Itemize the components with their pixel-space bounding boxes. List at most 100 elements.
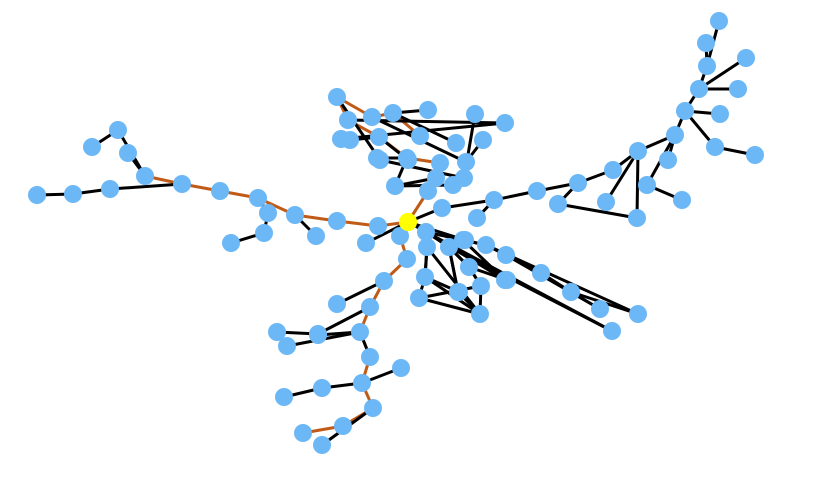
graph-node[interactable]	[497, 246, 515, 264]
graph-node[interactable]	[729, 80, 747, 98]
graph-node[interactable]	[371, 151, 389, 169]
graph-node[interactable]	[603, 322, 621, 340]
graph-node[interactable]	[363, 108, 381, 126]
graph-node[interactable]	[328, 295, 346, 313]
graph-node[interactable]	[418, 238, 436, 256]
graph-node[interactable]	[211, 182, 229, 200]
graph-node[interactable]	[431, 154, 449, 172]
graph-node[interactable]	[351, 323, 369, 341]
graph-node[interactable]	[417, 223, 435, 241]
graph-node[interactable]	[307, 227, 325, 245]
graph-node[interactable]	[384, 104, 402, 122]
graph-node[interactable]	[399, 151, 417, 169]
graph-node[interactable]	[83, 138, 101, 156]
graph-node[interactable]	[638, 176, 656, 194]
graph-node[interactable]	[328, 88, 346, 106]
graph-node[interactable]	[278, 337, 296, 355]
graph-node[interactable]	[549, 195, 567, 213]
graph-node[interactable]	[313, 379, 331, 397]
edge	[604, 149, 640, 204]
graph-node[interactable]	[361, 348, 379, 366]
graph-node[interactable]	[427, 169, 445, 187]
graph-node[interactable]	[697, 34, 715, 52]
graph-node[interactable]	[419, 182, 437, 200]
graph-node[interactable]	[666, 126, 684, 144]
graph-node[interactable]	[249, 189, 267, 207]
graph-node[interactable]	[416, 268, 434, 286]
graph-node[interactable]	[562, 283, 580, 301]
graph-node[interactable]	[119, 144, 137, 162]
graph-node[interactable]	[698, 57, 716, 75]
graph-node[interactable]	[328, 212, 346, 230]
graph-node[interactable]	[569, 174, 587, 192]
graph-node[interactable]	[339, 111, 357, 129]
graph-node[interactable]	[411, 127, 429, 145]
graph-node[interactable]	[659, 151, 677, 169]
graph-node[interactable]	[391, 227, 409, 245]
graph-node[interactable]	[369, 217, 387, 235]
graph-node[interactable]	[334, 417, 352, 435]
graph-node[interactable]	[286, 206, 304, 224]
graph-node[interactable]	[433, 199, 451, 217]
graph-node[interactable]	[447, 134, 465, 152]
graph-node[interactable]	[309, 326, 327, 344]
graph-node[interactable]	[690, 80, 708, 98]
graph-node[interactable]	[357, 234, 375, 252]
graph-node[interactable]	[353, 374, 371, 392]
graph-node[interactable]	[456, 231, 474, 249]
graph-node[interactable]	[370, 128, 388, 146]
graph-node[interactable]	[419, 101, 437, 119]
graph-node[interactable]	[386, 177, 404, 195]
graph-node[interactable]	[532, 264, 550, 282]
graph-node[interactable]	[444, 176, 462, 194]
root-node-highlight[interactable]	[399, 213, 417, 231]
graph-node[interactable]	[375, 272, 393, 290]
graph-node[interactable]	[313, 436, 331, 454]
graph-node[interactable]	[477, 236, 495, 254]
graph-node[interactable]	[101, 180, 119, 198]
graph-node[interactable]	[496, 114, 514, 132]
graph-node[interactable]	[259, 204, 277, 222]
graph-node[interactable]	[673, 191, 691, 209]
graph-node[interactable]	[64, 185, 82, 203]
graph-node[interactable]	[485, 191, 503, 209]
graph-node[interactable]	[173, 175, 191, 193]
graph-node[interactable]	[628, 209, 646, 227]
graph-node[interactable]	[710, 12, 728, 30]
graph-node[interactable]	[449, 283, 467, 301]
graph-node[interactable]	[706, 138, 724, 156]
graph-node[interactable]	[711, 105, 729, 123]
graph-node[interactable]	[468, 209, 486, 227]
graph-node[interactable]	[294, 424, 312, 442]
graph-node[interactable]	[460, 258, 478, 276]
graph-node[interactable]	[528, 182, 546, 200]
graph-node[interactable]	[629, 305, 647, 323]
graph-node[interactable]	[676, 102, 694, 120]
graph-node[interactable]	[604, 161, 622, 179]
graph-node[interactable]	[341, 131, 359, 149]
graph-node[interactable]	[746, 146, 764, 164]
graph-node[interactable]	[597, 193, 615, 211]
graph-node[interactable]	[471, 305, 489, 323]
graph-node[interactable]	[457, 153, 475, 171]
graph-node[interactable]	[136, 167, 154, 185]
graph-node[interactable]	[474, 131, 492, 149]
graph-node[interactable]	[466, 105, 484, 123]
graph-node[interactable]	[364, 399, 382, 417]
graph-node[interactable]	[222, 234, 240, 252]
graph-node[interactable]	[410, 289, 428, 307]
graph-node[interactable]	[255, 224, 273, 242]
graph-node[interactable]	[398, 250, 416, 268]
graph-node[interactable]	[109, 121, 127, 139]
graph-node[interactable]	[28, 186, 46, 204]
graph-node[interactable]	[268, 323, 286, 341]
graph-node[interactable]	[498, 271, 516, 289]
graph-node[interactable]	[392, 359, 410, 377]
graph-node[interactable]	[275, 388, 293, 406]
graph-node[interactable]	[591, 300, 609, 318]
graph-node[interactable]	[361, 298, 379, 316]
graph-node[interactable]	[472, 277, 490, 295]
graph-node[interactable]	[440, 238, 458, 256]
graph-node[interactable]	[629, 142, 647, 160]
graph-node[interactable]	[737, 49, 755, 67]
